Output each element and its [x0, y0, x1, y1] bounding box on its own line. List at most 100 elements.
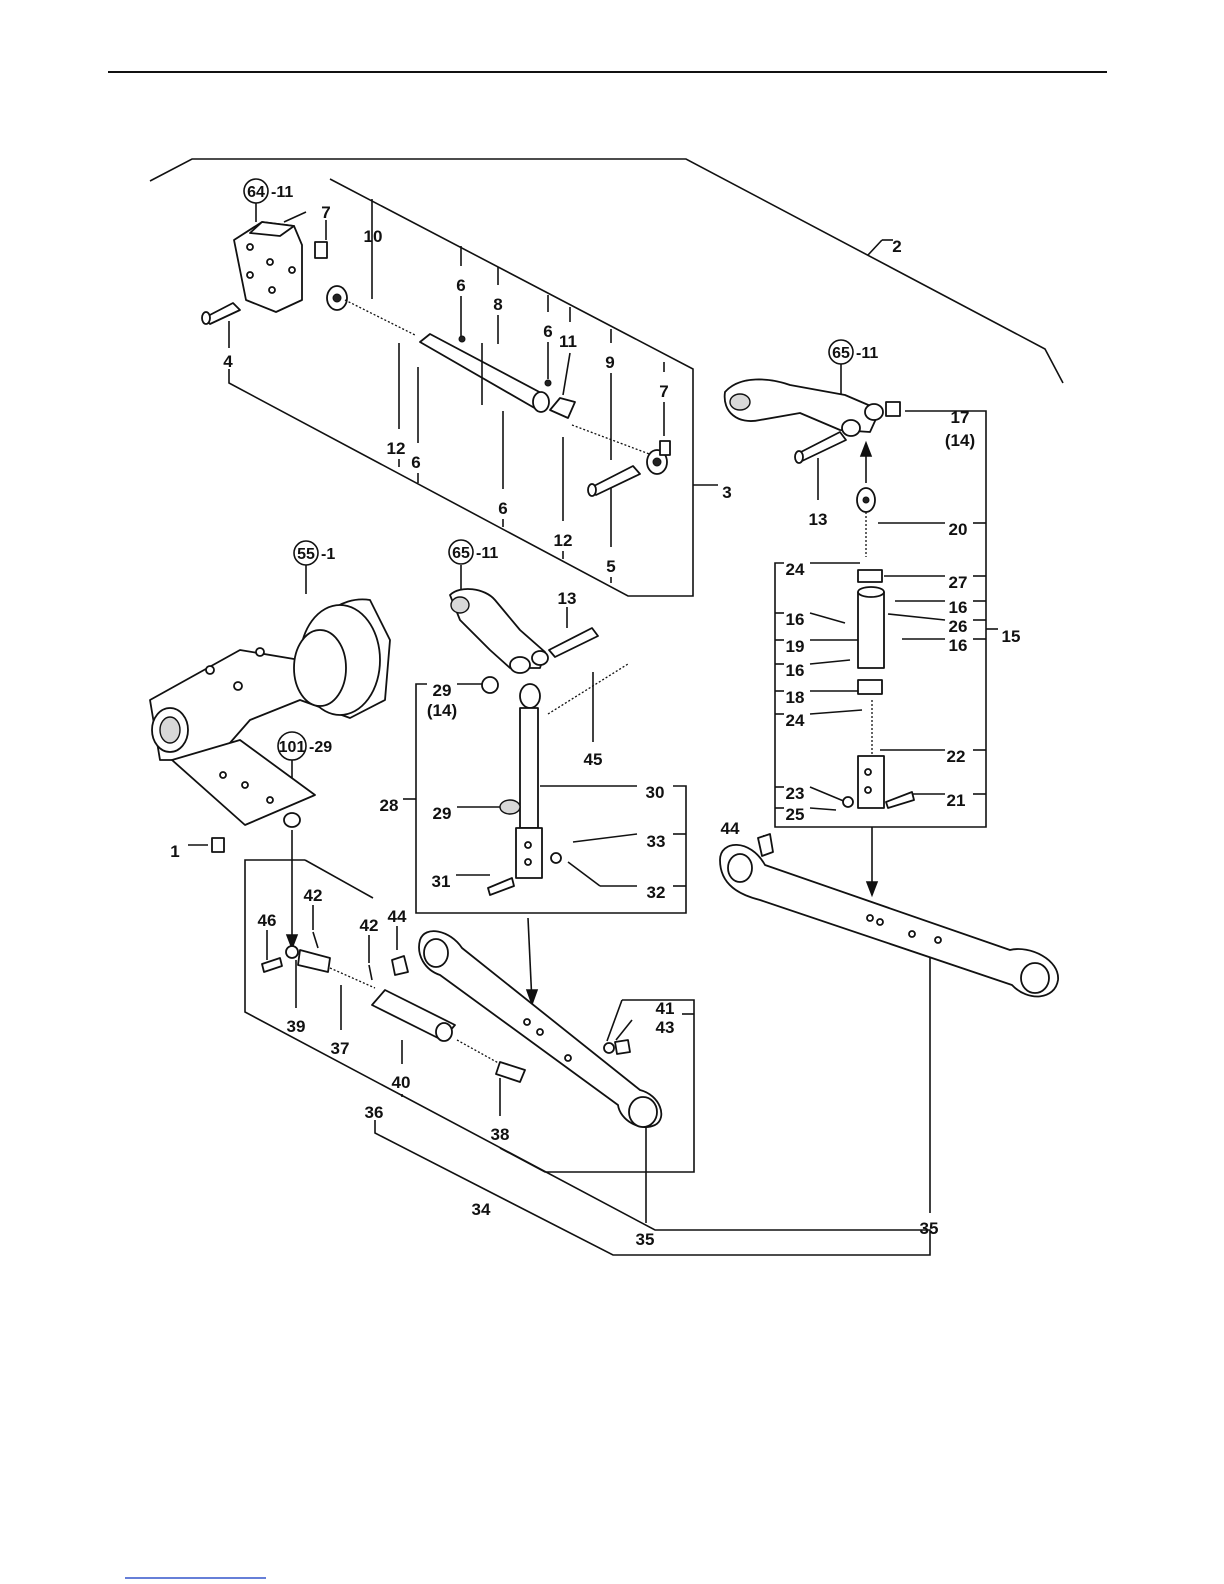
callout-c10: 10 — [364, 227, 383, 246]
lift-arm-right — [725, 379, 900, 463]
callout-c34: 34 — [472, 1200, 491, 1219]
callout-c64: 64 -11 — [244, 179, 293, 203]
callout-number: 33 — [647, 832, 666, 851]
callout-number: 24 — [786, 560, 805, 579]
callout-c36: 36 — [365, 1103, 384, 1122]
callout-c44b: 44 — [388, 907, 407, 926]
callout-c46: 46 — [258, 911, 277, 930]
callout-c37: 37 — [331, 1039, 350, 1058]
callout-c21: 21 — [947, 791, 966, 810]
callout-c42b: 42 — [360, 916, 379, 935]
callout-number: 19 — [786, 637, 805, 656]
callout-number: 65 — [452, 545, 470, 562]
callout-number: 32 — [647, 883, 666, 902]
callout-number: 7 — [659, 382, 668, 401]
callout-c16c: 16 — [949, 636, 968, 655]
callout-number: 42 — [360, 916, 379, 935]
callout-c2: 2 — [892, 237, 901, 256]
callout-number: 28 — [380, 796, 399, 815]
callout-reference: -11 — [271, 184, 293, 201]
callout-number: 45 — [584, 750, 603, 769]
callout-reference: -29 — [309, 739, 332, 756]
callout-number: 21 — [947, 791, 966, 810]
callout-c65a: 65-11 — [829, 340, 878, 364]
callout-number: 11 — [559, 332, 577, 351]
callout-c6a: 6 — [456, 276, 465, 295]
callout-number: 29 — [433, 804, 452, 823]
callout-c11: 11 — [559, 332, 577, 351]
callout-number: 25 — [786, 805, 805, 824]
callout-number: 13 — [809, 510, 828, 529]
callout-c55: 55-1 — [294, 541, 335, 565]
callout-number: 65 — [832, 345, 850, 362]
rear-axle-housing — [150, 599, 390, 852]
callout-c14a: (14) — [945, 431, 975, 450]
callout-number: 24 — [786, 711, 805, 730]
callout-reference: -11 — [476, 545, 498, 562]
callout-c35a: 35 — [636, 1230, 655, 1249]
callout-c101: 101-29 — [278, 732, 332, 760]
callout-c27: 27 — [949, 573, 968, 592]
callout-number: 43 — [656, 1018, 675, 1037]
callout-c4: 4 — [223, 352, 233, 371]
callout-c6d: 6 — [498, 499, 507, 518]
callout-number: 6 — [498, 499, 507, 518]
callout-number: 7 — [321, 203, 330, 222]
callout-c16b: 16 — [949, 598, 968, 617]
callout-number: 2 — [892, 237, 901, 256]
callout-c3: 3 — [722, 483, 731, 502]
callout-number: 36 — [365, 1103, 384, 1122]
callout-number: 30 — [646, 783, 665, 802]
callout-c6b: 6 — [543, 322, 552, 341]
callout-number: 6 — [543, 322, 552, 341]
callout-c38: 38 — [491, 1125, 510, 1144]
callout-c32: 32 — [647, 883, 666, 902]
callout-number: 64 — [247, 184, 265, 201]
callout-c31: 31 — [432, 872, 451, 891]
callout-c13b: 13 — [558, 589, 577, 608]
callout-number: 42 — [304, 886, 323, 905]
callout-number: 44 — [721, 819, 740, 838]
callout-c12b: 12 — [554, 531, 573, 550]
callout-c1: 1 — [170, 842, 179, 861]
callout-number: 13 — [558, 589, 577, 608]
callout-number: 15 — [1002, 627, 1021, 646]
callout-c45: 45 — [584, 750, 603, 769]
callout-c14b: (14) — [427, 701, 457, 720]
callout-c33: 33 — [647, 832, 666, 851]
callout-c24a: 24 — [786, 560, 805, 579]
callout-number: 27 — [949, 573, 968, 592]
callout-number: 35 — [920, 1219, 939, 1238]
callout-number: 38 — [491, 1125, 510, 1144]
callout-c28: 28 — [380, 796, 399, 815]
callout-c35b: 35 — [920, 1219, 939, 1238]
callout-number: 23 — [786, 784, 805, 803]
callout-number: 34 — [472, 1200, 491, 1219]
callout-c24b: 24 — [786, 711, 805, 730]
callout-number: 37 — [331, 1039, 350, 1058]
callout-c41: 41 — [656, 999, 675, 1018]
callout-c39: 39 — [287, 1017, 306, 1036]
callout-number: 12 — [554, 531, 573, 550]
callout-c16a: 16 — [786, 610, 805, 629]
callout-number: 101 — [279, 739, 306, 756]
top-link-bracket — [202, 212, 327, 324]
callout-number: 1 — [170, 842, 179, 861]
callout-c40: 40 — [392, 1073, 411, 1092]
callout-c42a: 42 — [304, 886, 323, 905]
callout-number: 18 — [786, 688, 805, 707]
lift-rod-assembly-15 — [843, 488, 914, 808]
callout-reference: -1 — [321, 546, 335, 563]
callout-c29a: 29 — [433, 681, 452, 700]
callout-c20: 20 — [949, 520, 968, 539]
lower-link-right — [720, 834, 1058, 996]
callout-number: 17 — [951, 408, 970, 427]
callout-number: 31 — [432, 872, 451, 891]
callout-c65b: 65 -11 — [449, 540, 498, 564]
callout-c26: 26 — [949, 617, 968, 636]
callout-number: 6 — [456, 276, 465, 295]
callout-number: 22 — [947, 747, 966, 766]
callout-number: (14) — [427, 701, 457, 720]
callout-number: 16 — [786, 610, 805, 629]
